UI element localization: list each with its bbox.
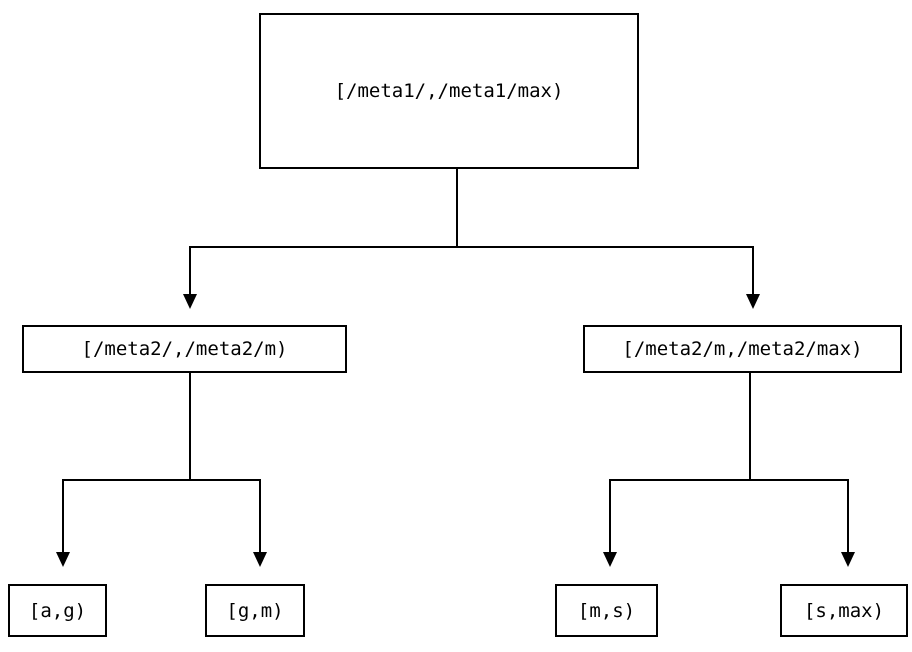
tree-node-leaf-gm: [g,m) xyxy=(205,584,305,637)
tree-node-leaf-gm-label: [g,m) xyxy=(226,599,284,622)
arrow-down-icon xyxy=(603,552,617,567)
arrow-down-icon xyxy=(183,294,197,309)
edge-root-to-left xyxy=(189,169,458,294)
arrow-down-icon xyxy=(746,294,760,309)
edge-right-to-leaf-smax xyxy=(749,373,849,552)
tree-node-leaf-ms-label: [m,s) xyxy=(577,599,636,622)
edge-left-to-leaf-ag xyxy=(62,373,191,552)
edge-right-to-leaf-ms xyxy=(609,373,751,552)
tree-node-root: [/meta1/,/meta1/max) xyxy=(259,13,639,169)
tree-node-right-branch: [/meta2/m,/meta2/max) xyxy=(583,325,902,373)
tree-node-root-label: [/meta1/,/meta1/max) xyxy=(334,80,564,102)
tree-node-leaf-smax: [s,max) xyxy=(780,584,908,637)
arrow-down-icon xyxy=(56,552,70,567)
arrow-down-icon xyxy=(253,552,267,567)
tree-node-leaf-ms: [m,s) xyxy=(555,584,658,637)
arrow-down-icon xyxy=(841,552,855,567)
tree-node-left-branch: [/meta2/,/meta2/m) xyxy=(22,325,347,373)
edge-left-to-leaf-gm xyxy=(189,373,261,552)
tree-node-leaf-smax-label: [s,max) xyxy=(803,599,885,622)
tree-node-right-branch-label: [/meta2/m,/meta2/max) xyxy=(622,338,863,360)
tree-node-leaf-ag: [a,g) xyxy=(8,584,107,637)
edge-root-to-right xyxy=(456,169,754,294)
tree-node-leaf-ag-label: [a,g) xyxy=(28,599,87,622)
tree-node-left-branch-label: [/meta2/,/meta2/m) xyxy=(81,338,288,360)
